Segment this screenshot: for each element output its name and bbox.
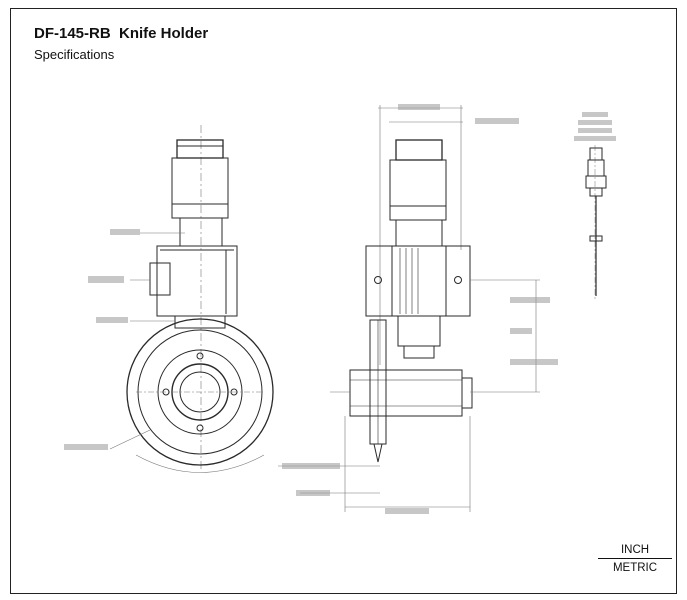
side-view <box>278 105 540 512</box>
knife-detail <box>585 145 607 300</box>
dimension-callouts <box>64 104 616 514</box>
units-divider <box>598 558 672 559</box>
units-legend: INCH METRIC <box>598 544 672 574</box>
front-view <box>109 125 274 473</box>
units-inch-label: INCH <box>620 544 650 556</box>
drawing-sheet <box>10 8 677 594</box>
page-subtitle: Specifications <box>34 47 115 62</box>
page-title: DF-145-RB Knife Holder <box>34 25 209 42</box>
units-metric-label: METRIC <box>612 562 658 574</box>
